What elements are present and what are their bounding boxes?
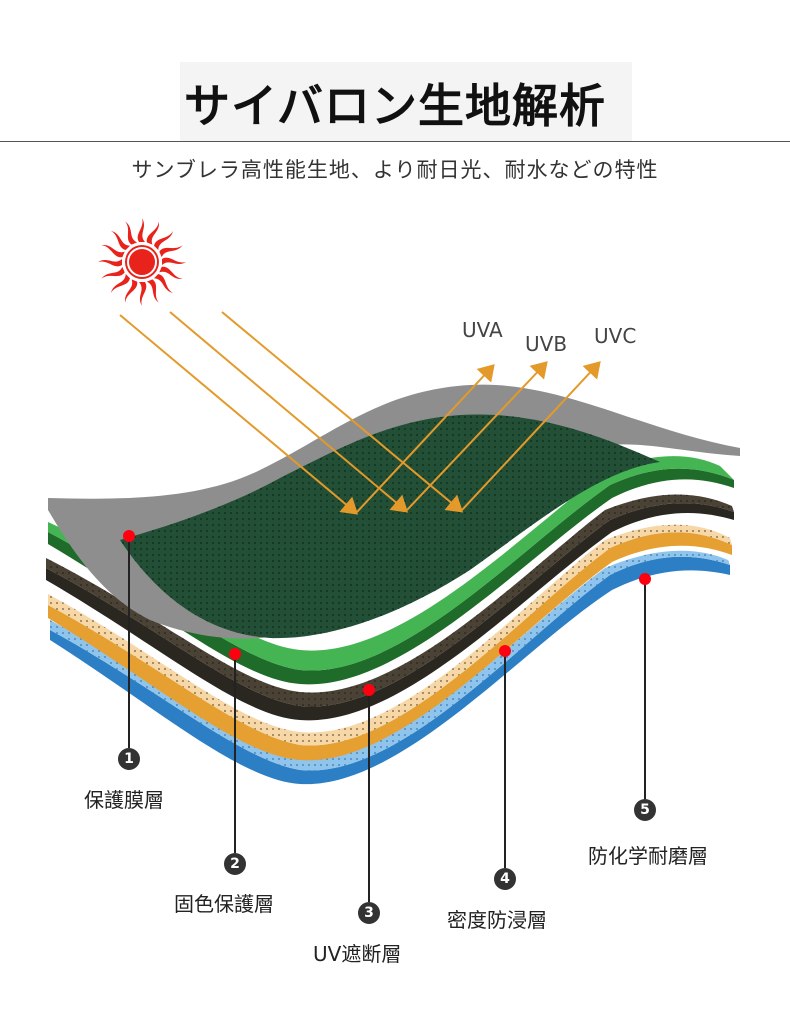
page-subtitle: サンブレラ高性能生地、より耐日光、耐水などの特性: [131, 158, 659, 182]
ray-label-uvb: UVB: [525, 332, 568, 356]
layer-2-shape: [48, 456, 734, 685]
ray-uvb-reflected: [406, 361, 548, 511]
layer-4-label: 密度防浸層: [447, 908, 547, 932]
layer-5-number: 5: [634, 799, 656, 821]
ray-label-uva: UVA: [462, 318, 503, 342]
layer-1-number: 1: [118, 748, 140, 770]
layer-5-label: 防化学耐磨層: [588, 844, 708, 868]
ray-uvb-incoming: [169, 311, 409, 513]
layer-3-shape: [46, 494, 734, 721]
ray-uvc-incoming: [221, 311, 464, 513]
layer-4-shape: [48, 524, 732, 761]
ray-label-uvc: UVC: [594, 324, 637, 348]
layer-4-number: 4: [494, 868, 516, 890]
layer-3-number: 3: [358, 902, 380, 924]
layer-2-label: 固色保護層: [174, 892, 274, 916]
title-divider: [0, 141, 790, 142]
marker-5: [639, 573, 651, 585]
ray-uva-incoming: [119, 314, 359, 515]
layer-5-shape: [50, 550, 730, 785]
marker-3: [363, 684, 375, 696]
page-title: サイバロン生地解析: [183, 79, 607, 133]
marker-2: [229, 648, 241, 660]
layer-1-label: 保護膜層: [84, 788, 164, 812]
marker-1: [123, 530, 135, 542]
marker-4: [499, 645, 511, 657]
layer-2-number: 2: [224, 853, 246, 875]
sun-icon: [98, 218, 186, 306]
title-background: [180, 62, 632, 142]
layer-3-label: UV遮断層: [313, 942, 402, 966]
ray-uvc-reflected: [461, 361, 601, 511]
ray-uva-reflected: [356, 364, 495, 513]
